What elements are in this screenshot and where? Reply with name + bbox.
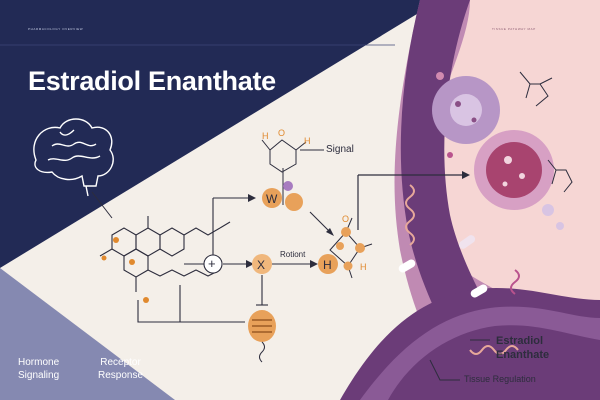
node-x-bg (252, 254, 272, 274)
rotiont-label: Rotiont (280, 250, 306, 259)
node-w-label: W (266, 192, 278, 206)
receptor-response-label: Receptor Response (98, 357, 144, 381)
mol-top-hh: H (304, 136, 311, 146)
mol-top-h: H (262, 131, 269, 141)
node-x-label: X (257, 258, 266, 272)
node-h-label: H (323, 258, 332, 272)
steroid-structure (99, 216, 231, 292)
brain-icon (33, 118, 114, 197)
node-h-bg (318, 254, 338, 274)
node-w-bg (262, 188, 282, 208)
header-kicker-right: TISSUE PATHWAY MAP (492, 27, 536, 31)
navy-panel (0, 0, 440, 268)
node-plus-bg (203, 254, 223, 274)
signal-label: Signal (326, 144, 354, 155)
page-title: Estradiol Enanthate (28, 66, 276, 96)
header-kicker: PHARMACOLOGY OVERVIEW (28, 27, 84, 31)
legend-estradiol-label: Estradiol Enanthate (496, 335, 550, 361)
node-plus-label: + (208, 256, 216, 271)
mol-right-h: H (360, 262, 367, 272)
mol-top-o: O (278, 128, 286, 138)
lavender-panel (0, 268, 175, 400)
tissue-regulation-label: Tissue Regulation (464, 374, 536, 384)
receptor-icon (248, 310, 276, 363)
mol-right-o: O (342, 214, 350, 224)
hormone-signaling-label: Hormone Signaling (18, 357, 60, 381)
